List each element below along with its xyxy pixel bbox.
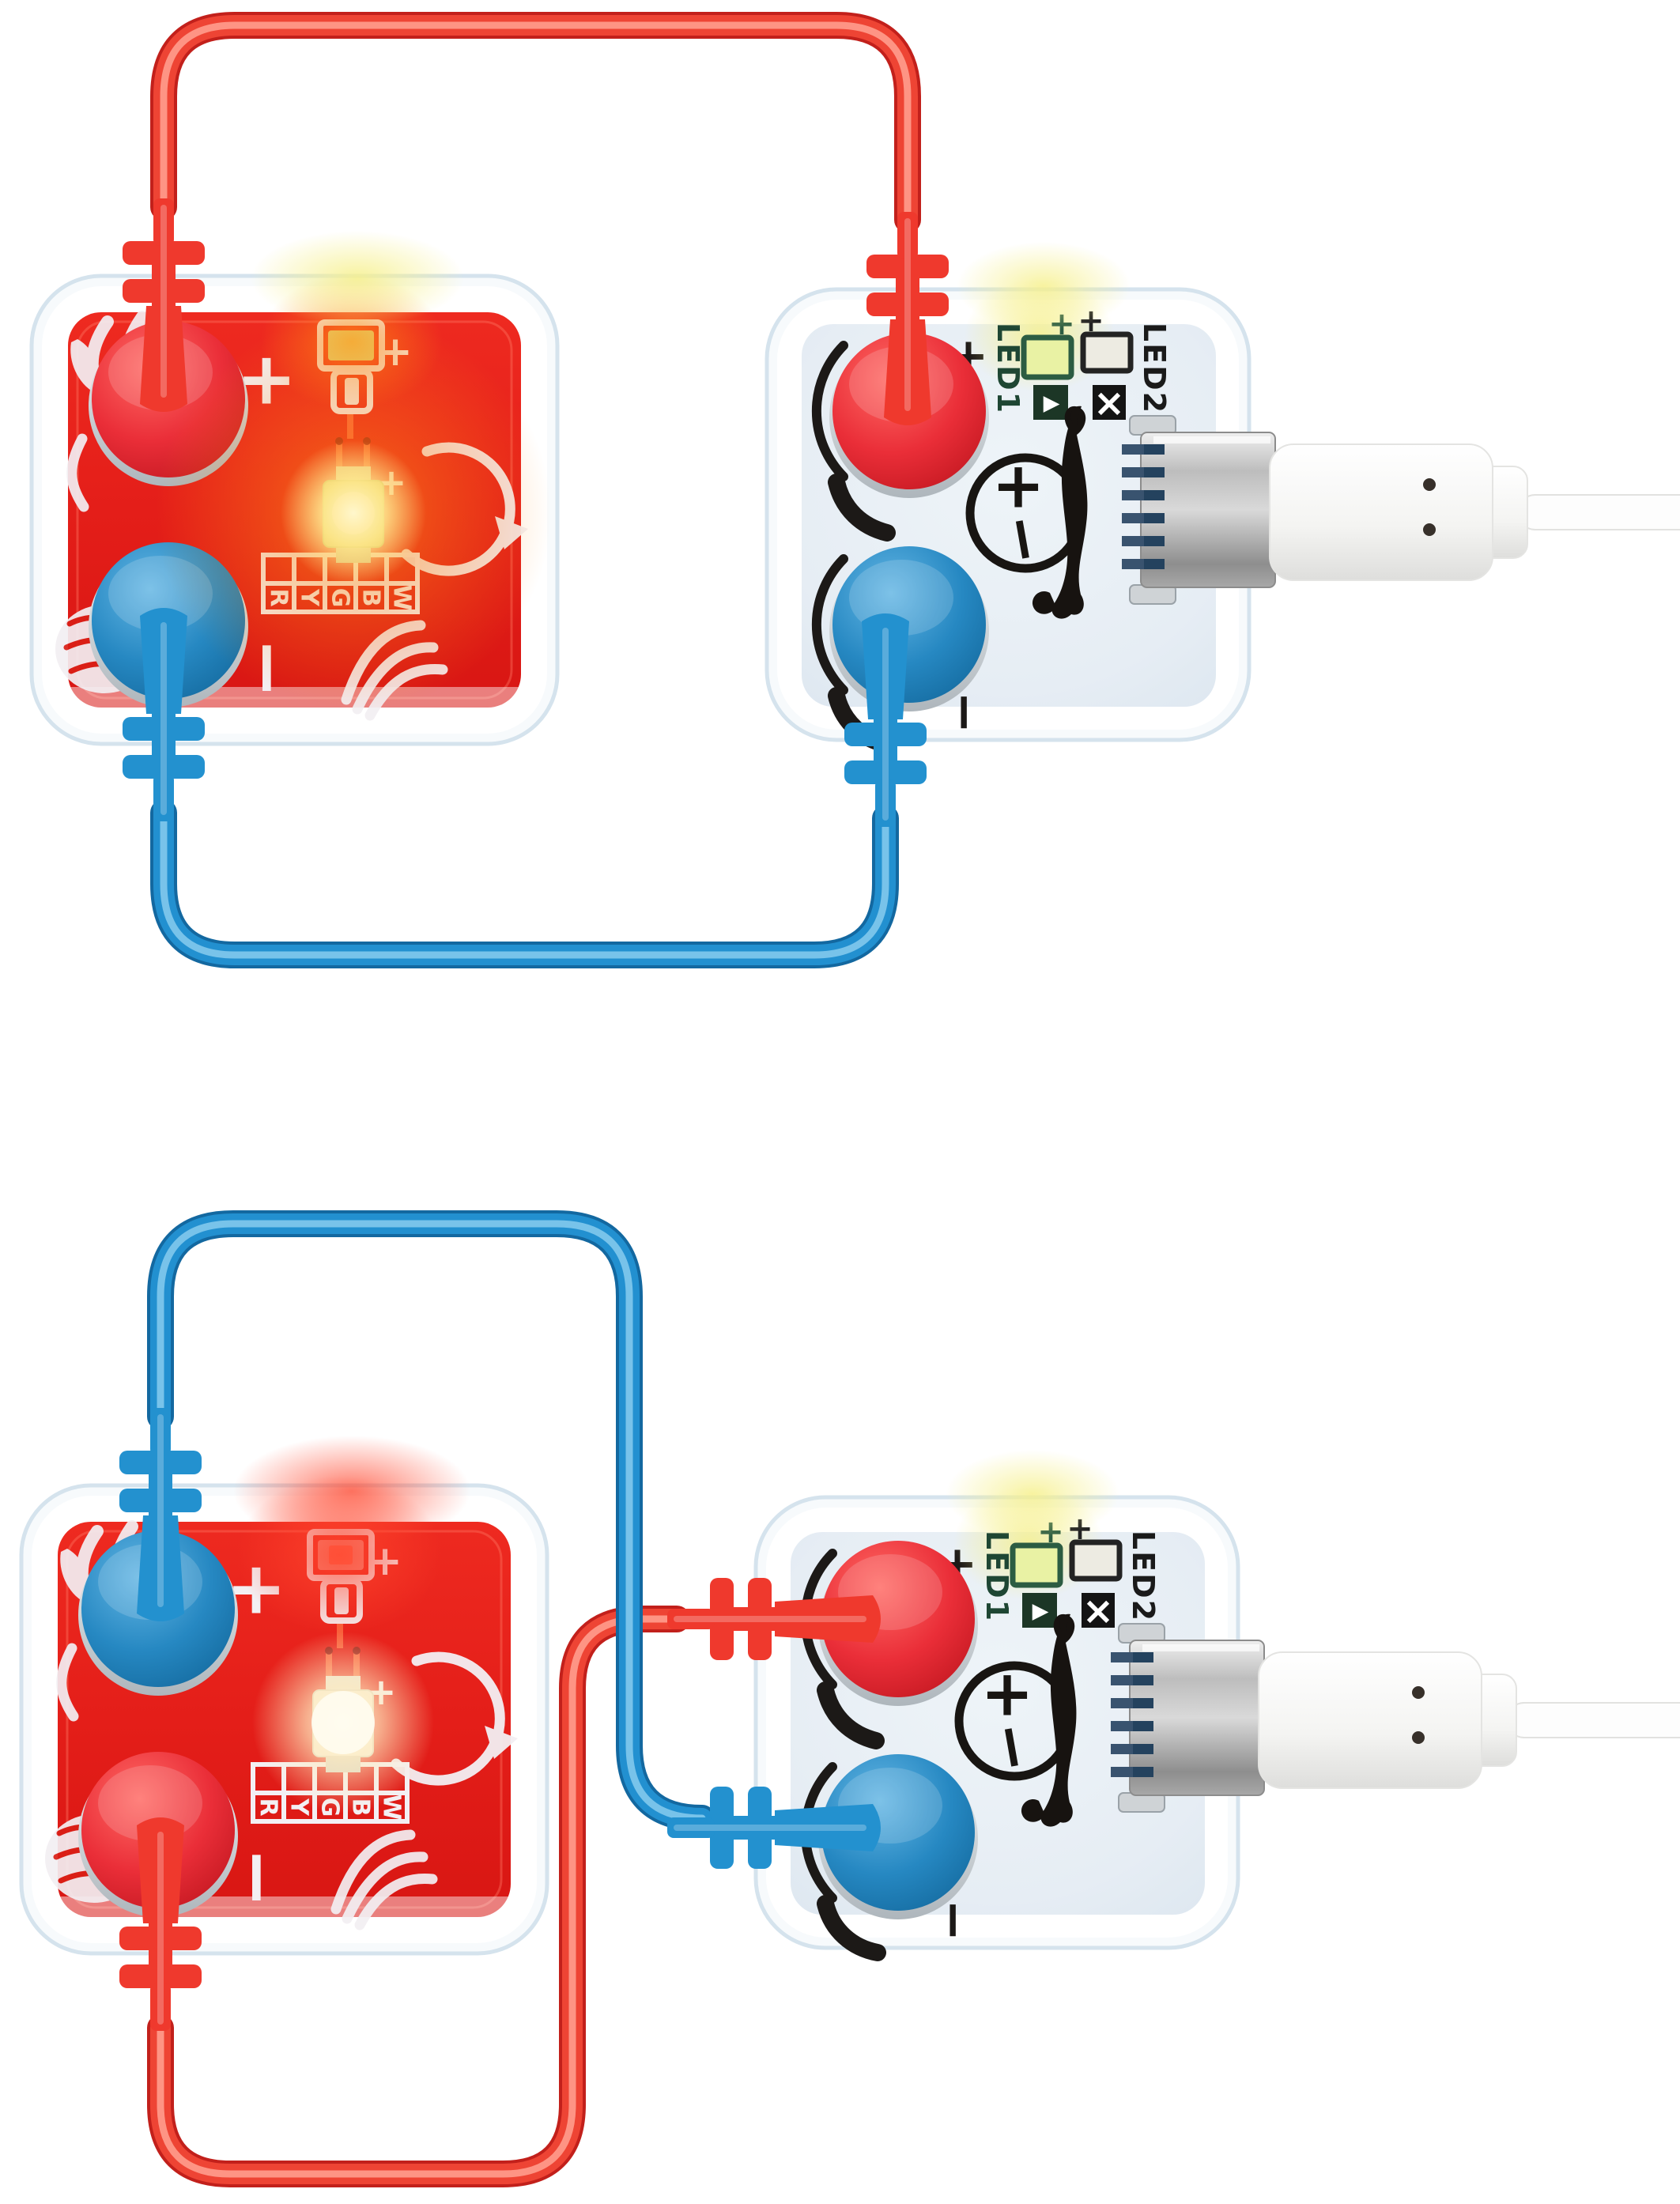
red-wire <box>150 12 921 233</box>
wires-top-diagram <box>123 12 949 968</box>
blue-wire <box>150 799 899 968</box>
blue-wire <box>147 1210 715 1832</box>
wires-bottom-diagram <box>119 1210 881 2187</box>
red-wire <box>147 1606 690 2187</box>
light-glows <box>156 231 551 1813</box>
power-module-2 <box>756 1450 1680 1953</box>
